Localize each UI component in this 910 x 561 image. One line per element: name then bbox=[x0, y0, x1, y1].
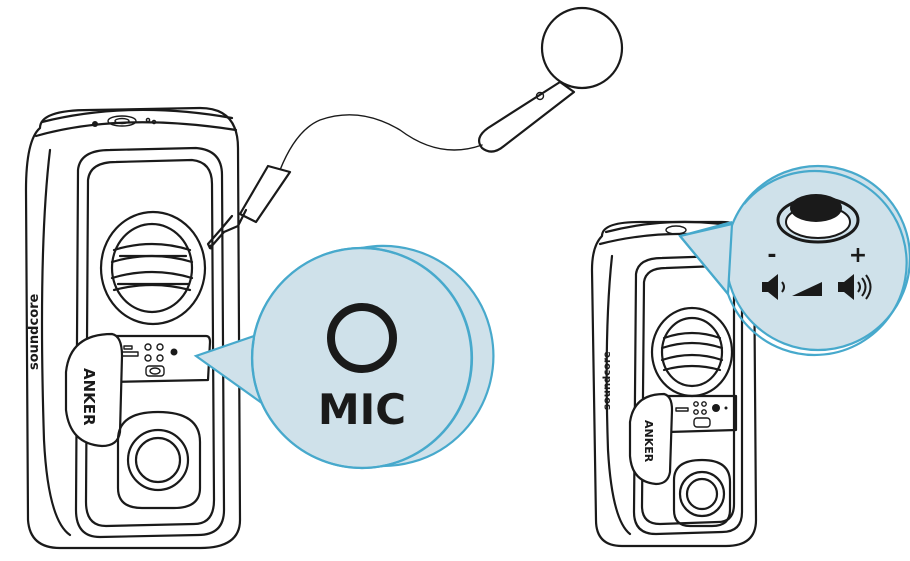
mic-label: MIC bbox=[318, 385, 406, 434]
right-anker-logo: ANKER bbox=[642, 420, 655, 463]
volume-minus-label: - bbox=[767, 243, 776, 268]
right-soundcore-logo: soundcore bbox=[602, 351, 613, 410]
microphone bbox=[208, 8, 622, 250]
left-anker-flap: ANKER bbox=[66, 334, 122, 446]
left-speaker: ANKER soundcore bbox=[26, 108, 240, 548]
left-soundcore-logo: soundcore bbox=[27, 293, 42, 370]
right-anker-flap: ANKER bbox=[630, 394, 672, 484]
volume-plus-label: + bbox=[849, 243, 867, 268]
left-anker-logo: ANKER bbox=[80, 368, 98, 426]
